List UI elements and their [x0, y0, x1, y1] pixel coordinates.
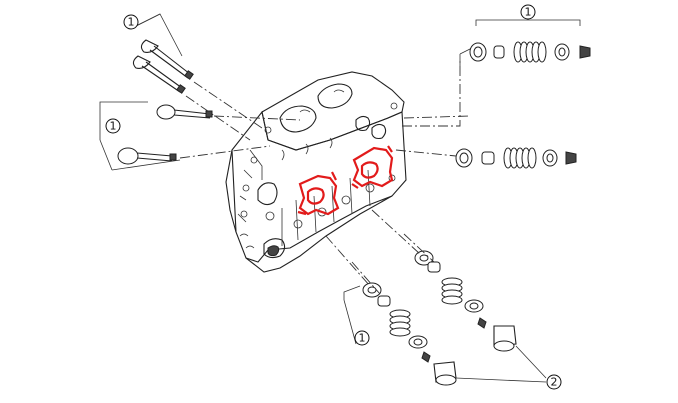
- cylinder-head: [225, 71, 407, 273]
- gasket-left: [297, 171, 340, 216]
- svg-text:2: 2: [551, 376, 558, 389]
- callout-1-top-left: 1: [123, 14, 139, 30]
- gasket-right: [351, 145, 394, 189]
- spring-set-mid-right: [395, 147, 577, 169]
- spring-set-bottom: [325, 235, 457, 386]
- svg-text:1: 1: [359, 332, 366, 345]
- svg-text:1: 1: [525, 6, 532, 19]
- spring-set-top-right: [402, 12, 591, 127]
- callout-2-bottom-right: 2: [546, 374, 562, 390]
- svg-text:1: 1: [128, 16, 135, 29]
- valves-top-left: [132, 13, 263, 141]
- spring-set-lower-right: [371, 209, 517, 352]
- callout-1-bottom: 1: [354, 330, 370, 346]
- callout-1-top-right: 1: [520, 4, 536, 20]
- valves-mid-left: [99, 101, 301, 171]
- callout-1-mid-left: 1: [105, 118, 121, 134]
- callout-2-leader: [455, 345, 547, 383]
- svg-text:1: 1: [110, 120, 117, 133]
